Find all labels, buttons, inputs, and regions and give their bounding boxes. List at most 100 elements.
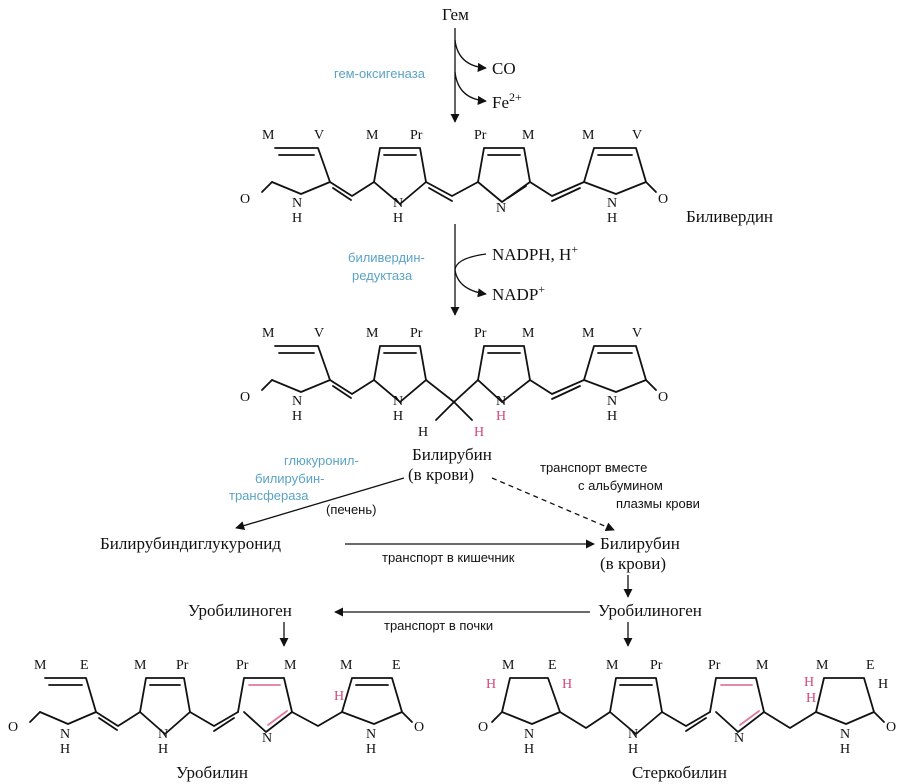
svg-text:N: N	[292, 394, 302, 409]
biliverdin-structure: M V M Pr Pr M M V O O N H N H N N H	[240, 128, 668, 226]
co-label: CO	[492, 59, 516, 78]
svg-text:H: H	[292, 211, 302, 226]
svg-text:V: V	[314, 326, 324, 341]
svg-text:Pr: Pr	[410, 128, 423, 143]
svg-text:M: M	[366, 326, 379, 341]
albumin-label-1: транспорт вместе	[540, 460, 647, 475]
svg-text:M: M	[366, 128, 379, 143]
urobilin-label: Уробилин	[176, 763, 248, 782]
glucuronyl-label-3: трансфераза	[229, 488, 309, 503]
stercobilin-structure: M E M Pr Pr M M E H H H H H O O N H N H …	[478, 658, 896, 757]
svg-text:N: N	[262, 731, 272, 746]
svg-text:O: O	[478, 720, 488, 735]
svg-text:O: O	[886, 720, 896, 735]
svg-text:O: O	[414, 720, 424, 735]
svg-text:M: M	[522, 128, 535, 143]
svg-text:H: H	[524, 742, 534, 757]
diglucuronide-label: Билирубиндиглукуронид	[100, 534, 281, 553]
svg-text:M: M	[134, 658, 147, 673]
urobilinogen-right-label: Уробилиноген	[598, 601, 702, 620]
svg-text:O: O	[240, 390, 250, 405]
svg-text:N: N	[840, 727, 850, 742]
svg-text:H: H	[628, 742, 638, 757]
conjugation-arrow	[235, 477, 405, 531]
svg-text:N: N	[292, 196, 302, 211]
svg-text:O: O	[658, 192, 668, 207]
bilirubin-structure: M V M Pr Pr M M V O O N H N H N H N H H …	[240, 326, 668, 440]
svg-text:H: H	[804, 675, 814, 690]
svg-text:M: M	[262, 128, 275, 143]
svg-text:H: H	[562, 677, 572, 692]
svg-text:N: N	[393, 394, 403, 409]
svg-text:V: V	[632, 326, 642, 341]
svg-text:M: M	[262, 326, 275, 341]
nadph-branch-arrow	[454, 253, 487, 298]
svg-text:E: E	[80, 658, 89, 673]
albumin-transport-arrow	[491, 477, 615, 531]
svg-text:N: N	[524, 727, 534, 742]
svg-text:Pr: Pr	[708, 658, 721, 673]
svg-text:N: N	[607, 394, 617, 409]
svg-text:Pr: Pr	[650, 658, 663, 673]
svg-text:H: H	[878, 677, 888, 692]
svg-text:M: M	[756, 658, 769, 673]
svg-text:N: N	[496, 394, 506, 409]
svg-text:M: M	[502, 658, 515, 673]
albumin-label-2: с альбумином	[578, 478, 663, 493]
svg-text:H: H	[292, 409, 302, 424]
svg-text:M: M	[816, 658, 829, 673]
svg-text:N: N	[393, 196, 403, 211]
svg-text:N: N	[628, 727, 638, 742]
svg-text:N: N	[366, 727, 376, 742]
kidney-label: транспорт в почки	[384, 618, 493, 633]
svg-text:Pr: Pr	[410, 326, 423, 341]
svg-text:N: N	[496, 201, 506, 216]
co-branch-arrow	[454, 39, 487, 72]
svg-text:H: H	[418, 425, 428, 440]
svg-text:Pr: Pr	[236, 658, 249, 673]
svg-text:M: M	[340, 658, 353, 673]
svg-text:E: E	[392, 658, 401, 673]
svg-text:H: H	[806, 691, 816, 706]
svg-text:N: N	[734, 731, 744, 746]
svg-text:E: E	[866, 658, 875, 673]
bilirubin-blood-sublabel: (в крови)	[408, 465, 474, 484]
svg-text:H: H	[474, 425, 484, 440]
nadp-label: NADP+	[492, 282, 545, 304]
svg-text:Pr: Pr	[176, 658, 189, 673]
glucuronyl-label-2: билирубин-	[255, 471, 325, 486]
urobilinogen-left-label: Уробилиноген	[188, 601, 292, 620]
svg-text:H: H	[60, 742, 70, 757]
svg-text:Pr: Pr	[474, 128, 487, 143]
svg-text:O: O	[8, 720, 18, 735]
fe-branch-arrow	[454, 71, 487, 105]
heme-oxygenase-label: гем-оксигеназа	[334, 66, 426, 81]
fe-label: Fe2+	[492, 90, 522, 112]
svg-text:M: M	[522, 326, 535, 341]
svg-text:H: H	[496, 409, 506, 424]
svg-text:H: H	[393, 211, 403, 226]
svg-text:H: H	[607, 409, 617, 424]
svg-text:M: M	[284, 658, 297, 673]
svg-text:H: H	[158, 742, 168, 757]
svg-text:M: M	[582, 326, 595, 341]
liver-label: (печень)	[326, 502, 376, 517]
stercobilin-label: Стеркобилин	[632, 763, 727, 782]
bilirubin2-sublabel: (в крови)	[600, 554, 666, 573]
albumin-label-3: плазмы крови	[616, 496, 700, 511]
svg-text:V: V	[314, 128, 324, 143]
reductase-label-1: биливердин-	[348, 250, 425, 265]
svg-text:E: E	[548, 658, 557, 673]
svg-text:N: N	[607, 196, 617, 211]
svg-text:H: H	[393, 409, 403, 424]
svg-text:N: N	[158, 727, 168, 742]
svg-text:H: H	[334, 689, 344, 704]
svg-text:O: O	[658, 390, 668, 405]
svg-text:M: M	[34, 658, 47, 673]
svg-text:O: O	[240, 192, 250, 207]
glucuronyl-label-1: глюкуронил-	[284, 453, 359, 468]
svg-text:M: M	[606, 658, 619, 673]
bilirubin-blood-label: Билирубин	[412, 445, 492, 464]
svg-text:H: H	[486, 677, 496, 692]
